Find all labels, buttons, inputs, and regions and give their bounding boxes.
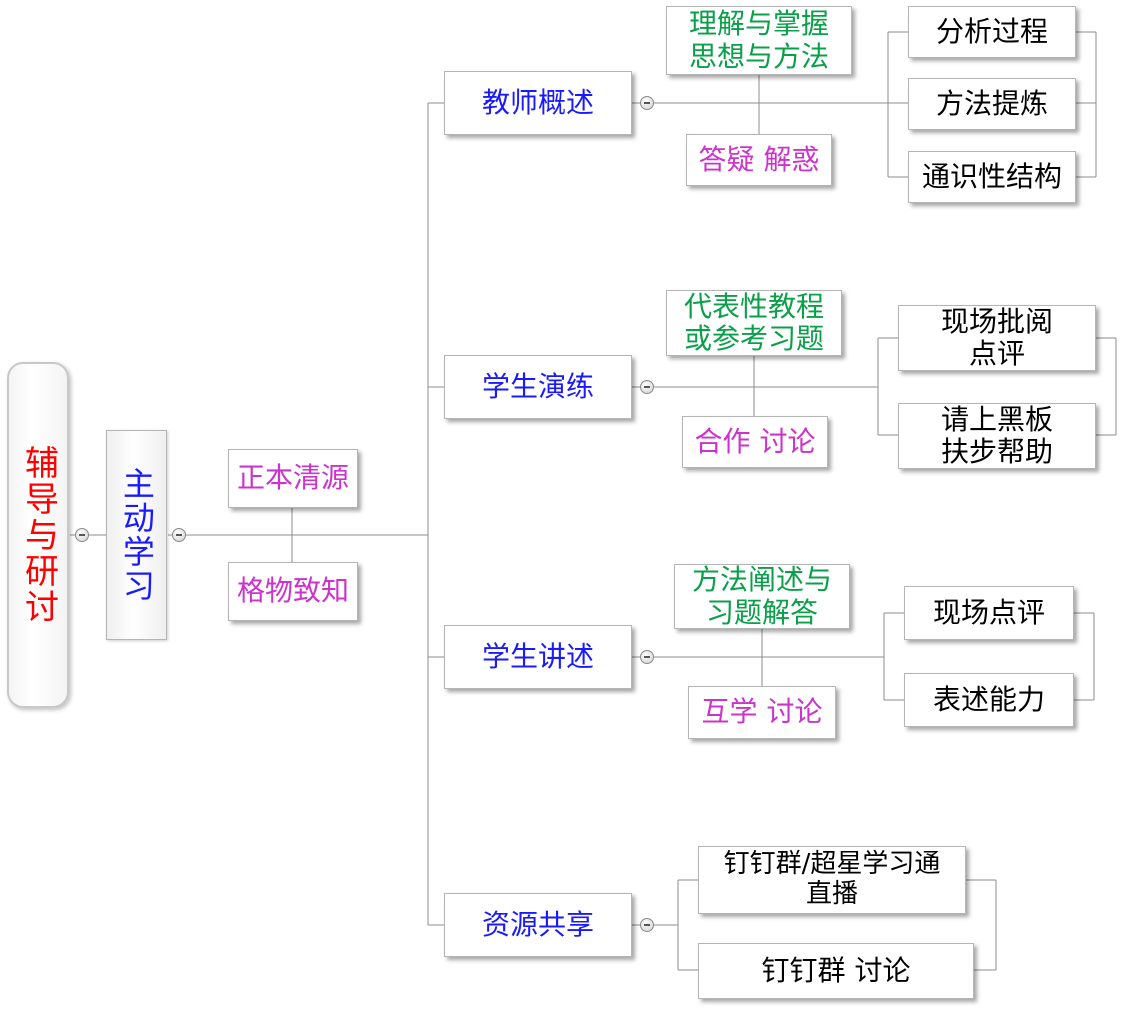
leaf-label: 通识性结构 — [921, 159, 1062, 193]
interaction-label: 互学 讨论 — [701, 695, 823, 729]
leaf-node[interactable]: 钉钉群/超星学习通 直播 — [698, 846, 966, 914]
branch-node[interactable]: 教师概述 — [444, 71, 632, 135]
leaf-label: 表述能力 — [932, 682, 1045, 716]
interaction-label: 答疑 解惑 — [698, 142, 820, 176]
branch-node[interactable]: 学生演练 — [444, 355, 632, 419]
leaf-node[interactable]: 请上黑板 扶步帮助 — [898, 403, 1096, 469]
level1-node[interactable]: 主动学习 — [106, 430, 167, 640]
collapse-icon[interactable] — [640, 96, 654, 110]
collapse-icon[interactable] — [640, 650, 654, 664]
method-label: 理解与掌握 思想与方法 — [688, 7, 829, 73]
branch-node[interactable]: 学生讲述 — [444, 625, 632, 689]
leaf-label: 请上黑板 扶步帮助 — [940, 402, 1053, 468]
root-node[interactable]: 辅导与研讨 — [7, 362, 69, 708]
leaf-label: 钉钉群/超星学习通 直播 — [723, 849, 941, 909]
method-node[interactable]: 方法阐述与 习题解答 — [674, 564, 850, 629]
principle-node[interactable]: 格物致知 — [228, 562, 358, 621]
interaction-node[interactable]: 答疑 解惑 — [686, 134, 832, 186]
leaf-node[interactable]: 表述能力 — [904, 673, 1074, 727]
leaf-node[interactable]: 现场点评 — [904, 586, 1074, 640]
principle-label: 正本清源 — [236, 461, 349, 495]
collapse-icon[interactable] — [640, 918, 654, 932]
leaf-node[interactable]: 钉钉群 讨论 — [698, 943, 974, 999]
leaf-label: 分析过程 — [935, 14, 1048, 48]
leaf-node[interactable]: 方法提炼 — [908, 78, 1076, 130]
principle-label: 格物致知 — [236, 574, 349, 608]
leaf-label: 现场点评 — [932, 595, 1045, 629]
method-label: 方法阐述与 习题解答 — [691, 563, 832, 629]
root-label: 辅导与研讨 — [18, 445, 59, 625]
level1-label: 主动学习 — [117, 467, 156, 603]
collapse-icon[interactable] — [75, 528, 89, 542]
interaction-node[interactable]: 合作 讨论 — [682, 416, 828, 468]
method-node[interactable]: 代表性教程 或参考习题 — [666, 290, 842, 356]
collapse-icon[interactable] — [640, 380, 654, 394]
branch-label: 资源共享 — [481, 907, 594, 941]
interaction-node[interactable]: 互学 讨论 — [688, 686, 836, 739]
collapse-icon[interactable] — [172, 528, 186, 542]
branch-label: 学生讲述 — [481, 639, 594, 673]
branch-node[interactable]: 资源共享 — [444, 893, 632, 957]
leaf-label: 钉钉群 讨论 — [761, 953, 911, 987]
method-node[interactable]: 理解与掌握 思想与方法 — [666, 6, 852, 75]
leaf-node[interactable]: 通识性结构 — [908, 151, 1076, 203]
principle-node[interactable]: 正本清源 — [228, 449, 358, 508]
leaf-label: 现场批阅 点评 — [940, 304, 1053, 370]
leaf-label: 方法提炼 — [935, 86, 1048, 120]
branch-label: 学生演练 — [481, 369, 594, 403]
branch-label: 教师概述 — [481, 85, 594, 119]
leaf-node[interactable]: 分析过程 — [908, 6, 1076, 58]
interaction-label: 合作 讨论 — [694, 424, 816, 458]
method-label: 代表性教程 或参考习题 — [683, 289, 824, 355]
leaf-node[interactable]: 现场批阅 点评 — [898, 305, 1096, 371]
